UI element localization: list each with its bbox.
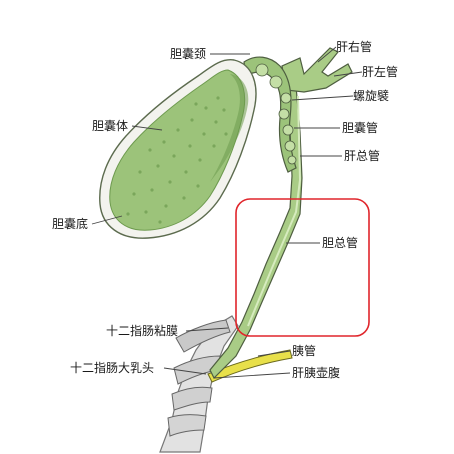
label-common-hepatic-duct: 肝总管: [344, 149, 381, 163]
leader-lines: [91, 46, 363, 379]
label-spiral-fold: 螺旋襞: [353, 89, 390, 103]
label-left-hepatic-duct: 肝左管: [362, 65, 399, 79]
duodenal-wall: [159, 315, 239, 453]
common-bile-duct-shape: [209, 85, 303, 380]
label-gallbladder-neck: 胆囊颈: [170, 47, 207, 61]
label-cystic-duct: 胆囊管: [342, 121, 379, 135]
hepatic-ducts-shape: [281, 47, 353, 93]
label-major-duodenal-papilla: 十二指肠大乳头: [70, 361, 155, 375]
pancreatic-duct-shape: [207, 349, 293, 383]
label-gallbladder-fundus: 胆囊底: [52, 217, 89, 231]
label-gallbladder-body: 胆囊体: [92, 119, 129, 133]
label-duodenal-mucosa: 十二指肠粘膜: [106, 324, 179, 338]
cystic-duct-shape: [243, 56, 297, 173]
label-common-bile-duct: 胆总管: [322, 236, 359, 250]
gallbladder-shape: [99, 59, 257, 239]
label-right-hepatic-duct: 肝右管: [336, 40, 373, 54]
highlight-box: [235, 198, 370, 337]
label-pancreatic-duct: 胰管: [292, 344, 317, 358]
label-hepatopancreatic-ampulla: 肝胰壶腹: [292, 366, 341, 380]
